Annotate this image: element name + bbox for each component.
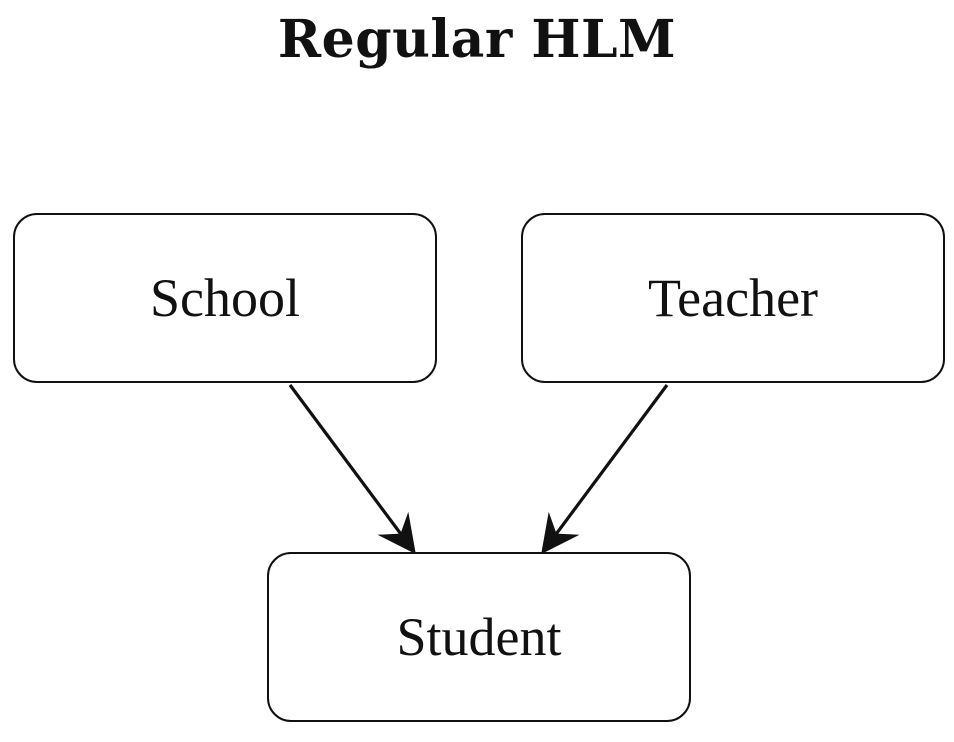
edge-teacher-to-student [541, 384, 669, 555]
diagram-title: Regular HLM [277, 9, 677, 70]
node-student: Student [267, 552, 691, 722]
node-student-label: Student [396, 607, 562, 667]
node-teacher: Teacher [521, 213, 945, 383]
node-school-label: School [149, 268, 300, 328]
node-teacher-label: Teacher [647, 268, 819, 328]
node-school: School [13, 213, 437, 383]
edge-school-to-student [288, 384, 416, 555]
